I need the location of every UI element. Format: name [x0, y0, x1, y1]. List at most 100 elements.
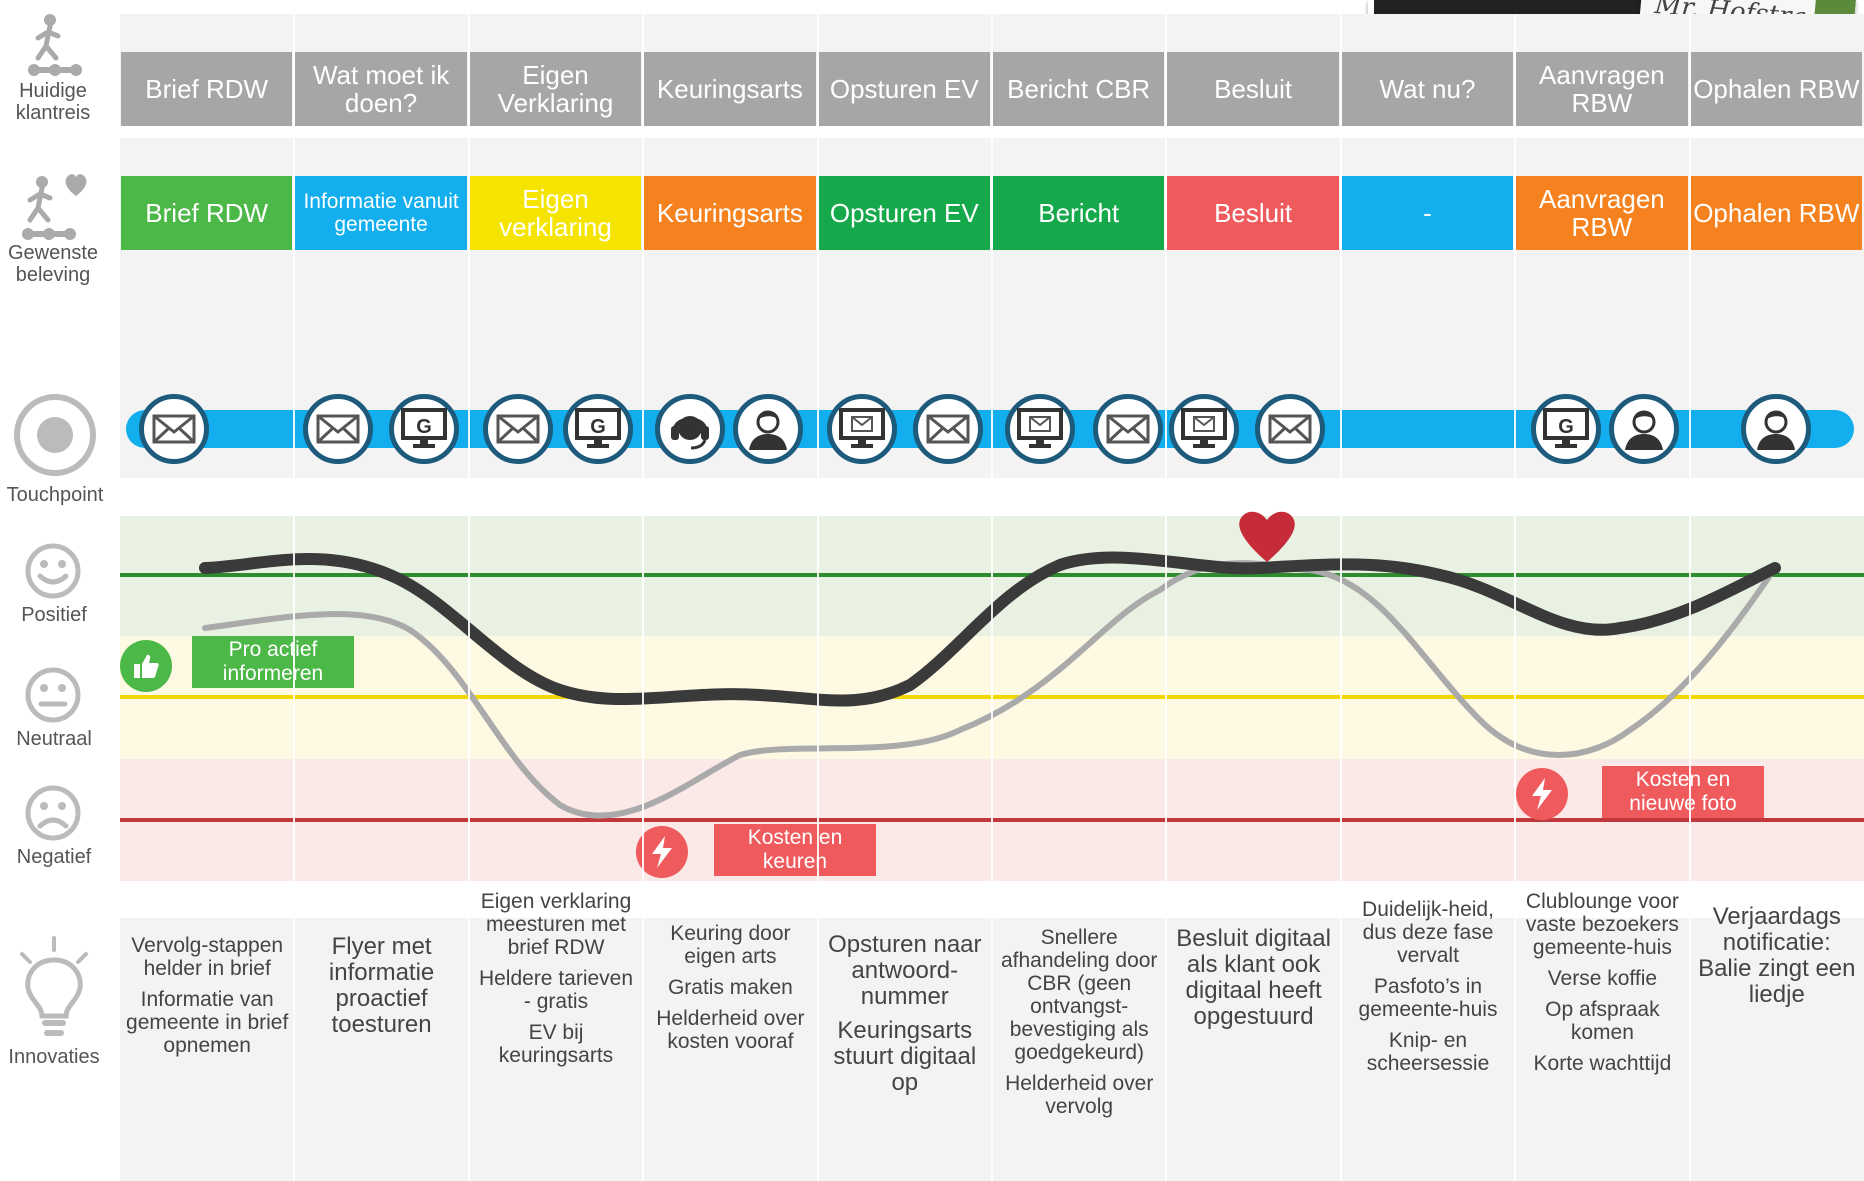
- column-separator: [1514, 14, 1517, 1181]
- journey-step: Besluit: [1167, 52, 1339, 126]
- desired-step: Eigen verklaring: [469, 176, 642, 250]
- column-separator: [1339, 14, 1342, 1181]
- column-separator: [642, 14, 645, 1181]
- journey-step: Brief RDW: [121, 52, 293, 126]
- innovation-item: Snellere afhandeling door CBR (geen ontv…: [1000, 926, 1158, 1064]
- smiley-happy-icon: [24, 542, 82, 605]
- innovation-item: Verse koffie: [1547, 967, 1658, 990]
- innovation-column: Clublounge voor vaste bezoekers gemeente…: [1521, 890, 1683, 1083]
- innovation-item: Pasfoto’s in gemeente-huis: [1358, 975, 1498, 1021]
- innovation-item: Besluit digitaal als klant ook digitaal …: [1176, 925, 1331, 1030]
- person-icon: [1609, 394, 1679, 464]
- innovation-item: Opsturen naar antwoord-nummer: [828, 931, 982, 1010]
- desired-step: Brief RDW: [121, 176, 293, 250]
- desired-step: Informatie vanuit gemeente: [295, 176, 467, 250]
- innovation-item: Heldere tarieven - gratis: [478, 967, 634, 1013]
- column-separator: [991, 14, 993, 1181]
- journey-step: Wat nu?: [1341, 52, 1514, 126]
- person-icon: [733, 394, 803, 464]
- desired-step: Ophalen RBW: [1690, 176, 1862, 250]
- lightbulb-icon: [16, 936, 92, 1051]
- current-experience-curve: [202, 560, 1778, 819]
- innovation-column: Verjaardags notificatie: Balie zingt een…: [1696, 904, 1858, 1016]
- column-separator: [1165, 14, 1168, 1181]
- innovation-item: Duidelijk-heid, dus deze fase vervalt: [1362, 898, 1494, 967]
- svg-text:G: G: [416, 416, 432, 438]
- innovation-column: Eigen verklaring meesturen met brief RDW…: [475, 890, 637, 1075]
- innovation-column: Besluit digitaal als klant ook digitaal …: [1172, 926, 1334, 1038]
- journey-step: Aanvragen RBW: [1516, 52, 1688, 126]
- journey-step: Opsturen EV: [818, 52, 990, 126]
- column-separator: [816, 14, 819, 1181]
- mail-icon: [1093, 394, 1163, 464]
- journey-step: Bericht CBR: [993, 52, 1165, 126]
- computer-g-icon: G: [563, 394, 633, 464]
- desired-step: Bericht: [993, 176, 1165, 250]
- label-journey: Huidige klantreis: [15, 80, 91, 124]
- desired-step: Keuringsarts: [644, 176, 816, 250]
- journey-step: Eigen Verklaring: [469, 52, 642, 126]
- tag-pro-active: Pro actief informeren: [192, 636, 354, 688]
- mail-icon: [483, 394, 553, 464]
- innovation-column: Snellere afhandeling door CBR (geen ontv…: [998, 926, 1160, 1126]
- walking-person-icon: [22, 12, 88, 83]
- mail-icon: [913, 394, 983, 464]
- mail-icon: [1255, 394, 1325, 464]
- innovation-item: Korte wachttijd: [1533, 1052, 1672, 1075]
- innovation-item: Helderheid over vervolg: [1005, 1072, 1154, 1118]
- lightning-icon: [636, 826, 688, 878]
- column-separator: [467, 14, 470, 1181]
- innovation-item: Eigen verklaring meesturen met brief RDW: [480, 890, 632, 959]
- innovation-item: Op afspraak komen: [1545, 998, 1660, 1044]
- mail-icon: [139, 394, 209, 464]
- label-positive: Positief: [21, 604, 87, 626]
- tag-cost-foto: Kosten en nieuwe foto: [1602, 766, 1764, 818]
- innovation-item: EV bij keuringsarts: [498, 1021, 614, 1067]
- desired-step: Aanvragen RBW: [1516, 176, 1688, 250]
- smiley-sad-icon: [24, 784, 82, 847]
- smiley-neutral-icon: [24, 666, 82, 729]
- mail-icon: [303, 394, 373, 464]
- desired-step: Besluit: [1167, 176, 1339, 250]
- innovation-item: Clublounge voor vaste bezoekers gemeente…: [1525, 890, 1679, 959]
- label-neutral: Neutraal: [16, 728, 92, 750]
- innovation-item: Knip- en scheersessie: [1366, 1029, 1490, 1075]
- desired-step: Opsturen EV: [818, 176, 990, 250]
- person-icon: [1741, 394, 1811, 464]
- label-innovations: Innovaties: [8, 1046, 100, 1068]
- journey-step: Keuringsarts: [644, 52, 816, 126]
- svg-text:G: G: [1558, 416, 1574, 438]
- thumbs-up-icon: [120, 640, 172, 692]
- tag-cost-keuren: Kosten en keuren: [714, 824, 876, 876]
- desired-step: -: [1341, 176, 1514, 250]
- computer-g-icon: G: [1531, 394, 1601, 464]
- innovation-item: Informatie van gemeente in brief opnemen: [126, 988, 289, 1057]
- innovation-item: Keuring door eigen arts: [670, 922, 791, 968]
- label-touchpoint: Touchpoint: [6, 484, 104, 506]
- column-separator: [293, 14, 296, 1181]
- innovation-item: Verjaardags notificatie: Balie zingt een…: [1698, 903, 1856, 1008]
- computer-mail-icon: [1005, 394, 1075, 464]
- target-icon: [12, 392, 98, 483]
- innovation-item: Flyer met informatie proactief toesturen: [328, 933, 435, 1038]
- innovation-item: Vervolg-stappen helder in brief: [131, 934, 284, 980]
- person-heart-icon: [18, 170, 94, 247]
- headset-icon: [655, 394, 725, 464]
- innovation-column: Flyer met informatie proactief toesturen: [300, 934, 462, 1046]
- computer-mail-icon: [1169, 394, 1239, 464]
- label-negative: Negatief: [16, 846, 92, 868]
- computer-mail-icon: [827, 394, 897, 464]
- innovation-item: Gratis maken: [667, 976, 793, 999]
- heart-icon: [1239, 511, 1295, 562]
- innovation-item: Helderheid over kosten vooraf: [656, 1007, 805, 1053]
- innovation-item: Keuringsarts stuurt digitaal op: [833, 1017, 977, 1096]
- svg-text:G: G: [590, 416, 606, 438]
- desired-experience-curve: [199, 551, 1781, 707]
- computer-g-icon: G: [389, 394, 459, 464]
- journey-step: Wat moet ik doen?: [295, 52, 467, 126]
- label-desired: Gewenste beleving: [7, 242, 99, 286]
